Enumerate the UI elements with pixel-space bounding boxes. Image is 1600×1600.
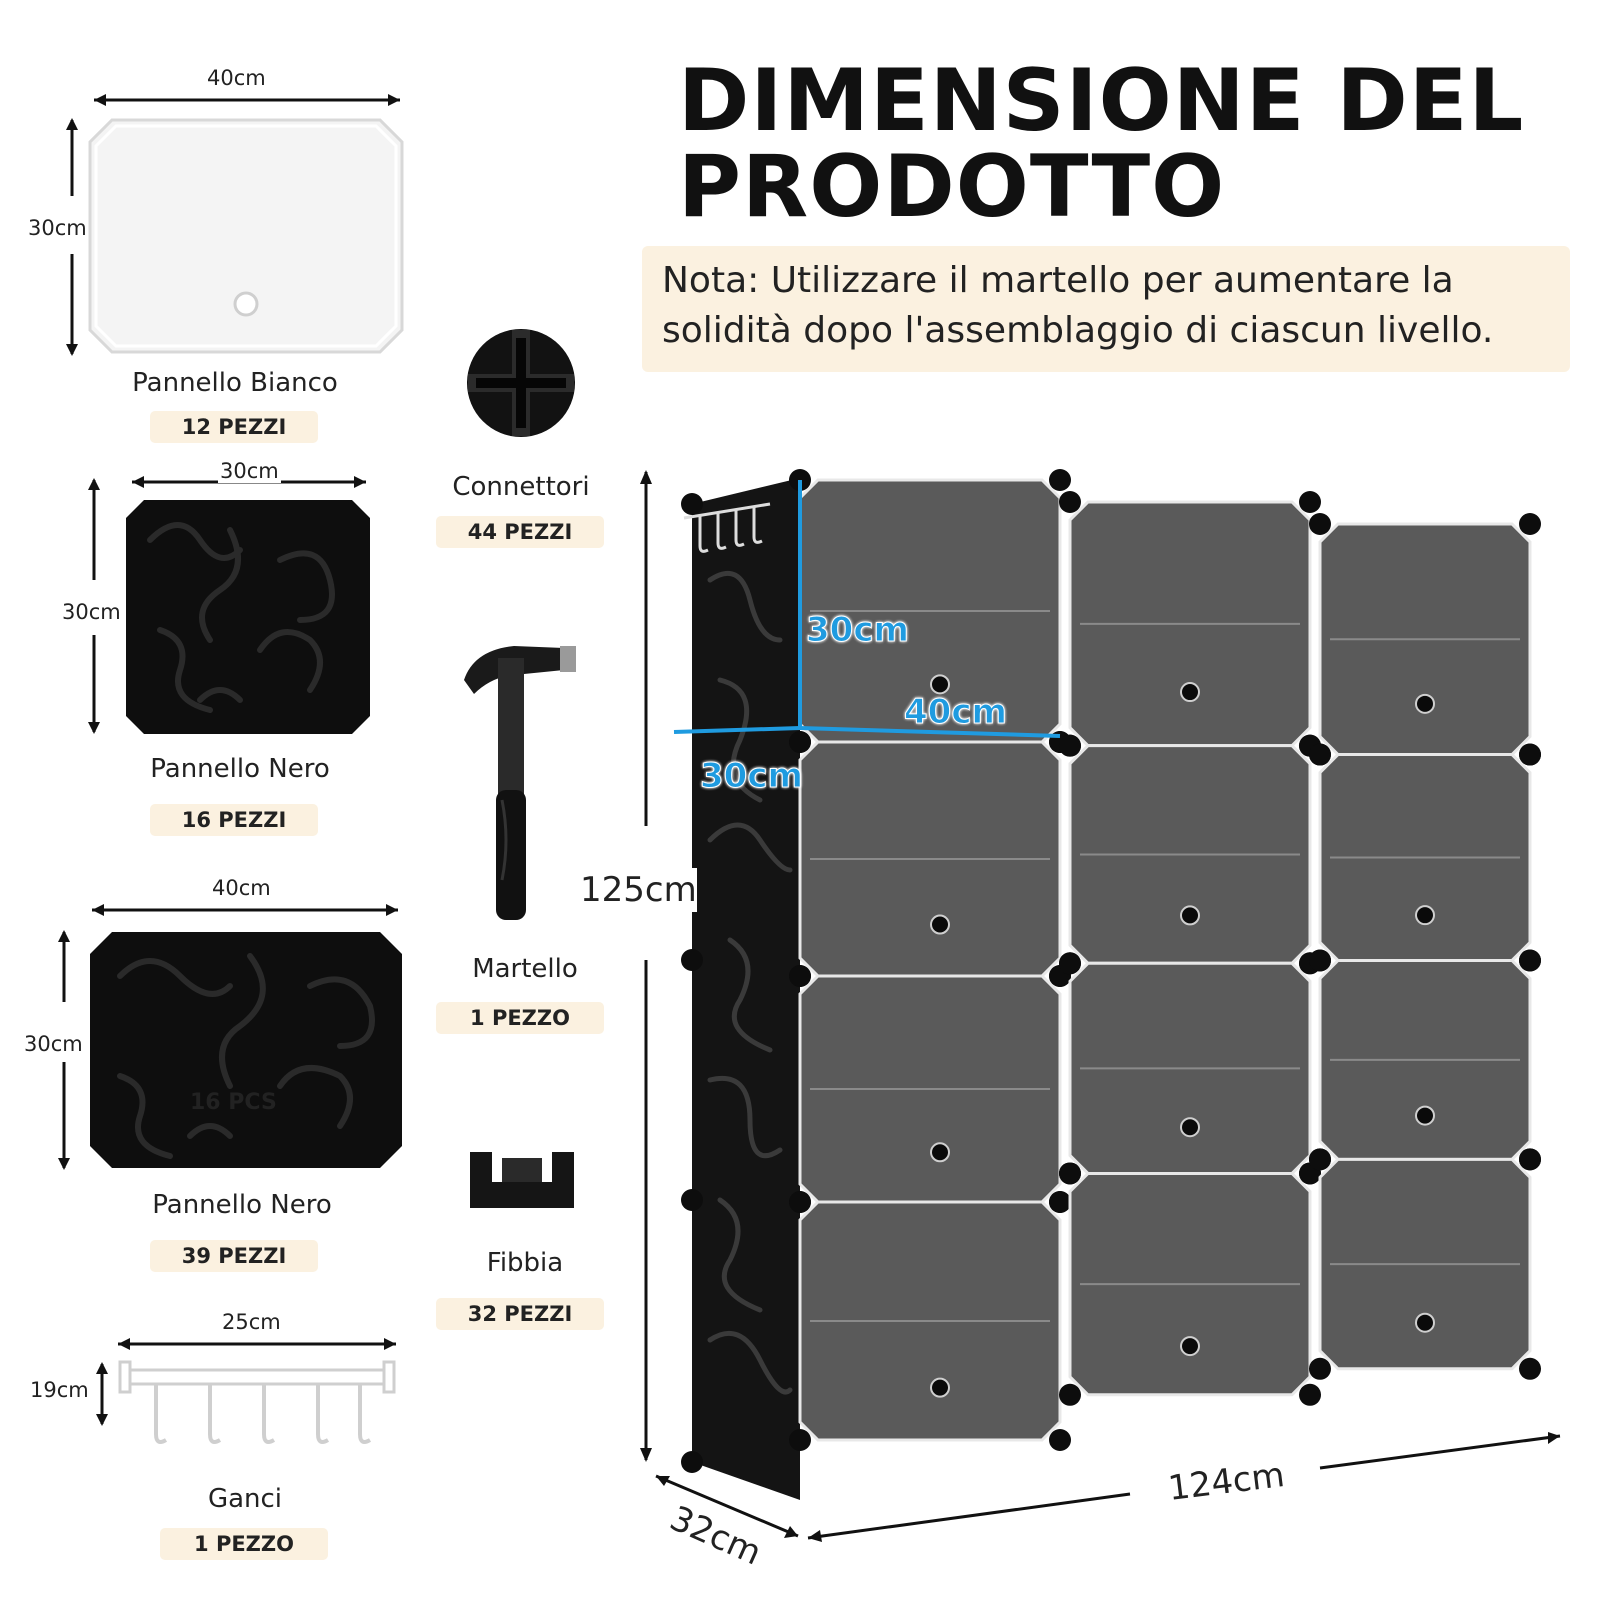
connectors-qty-badge: 44 PEZZI xyxy=(436,516,604,548)
connector-dot xyxy=(789,731,811,753)
connector-dot xyxy=(1059,734,1081,757)
cabinet-height: 125cm xyxy=(580,868,697,912)
connector-dot xyxy=(1049,1191,1071,1213)
cube-width-arrow xyxy=(799,726,1061,738)
connector-dot xyxy=(789,965,811,987)
door-hole-icon xyxy=(1415,1312,1435,1333)
cabinet-graphic xyxy=(640,469,1561,1542)
connector-dot xyxy=(681,1451,703,1473)
connector-dot xyxy=(1059,491,1081,513)
white-panel-height: 30cm xyxy=(28,216,87,240)
connector-graphic xyxy=(467,329,575,437)
hooks-width: 25cm xyxy=(222,1310,281,1334)
black-panel-small-height: 30cm xyxy=(62,600,121,624)
hooks-label: Ganci xyxy=(207,1484,283,1514)
title-line-1: DIMENSIONE DEL xyxy=(678,51,1525,151)
black-panel-large-label: Pannello Nero xyxy=(152,1190,332,1220)
buckle-graphic xyxy=(470,1152,574,1208)
connector-dot xyxy=(1049,1429,1071,1451)
white-panel-graphic xyxy=(66,94,404,356)
connector-dot xyxy=(1309,513,1331,535)
connector-dot xyxy=(1049,469,1071,491)
black-panel-small-label: Pannello Nero xyxy=(150,754,330,784)
note-box xyxy=(642,246,1570,372)
black-panel-small-qty-badge: 16 PEZZI xyxy=(150,804,318,836)
connector-dot xyxy=(1519,1357,1541,1380)
white-panel-qty-badge: 12 PEZZI xyxy=(150,411,318,443)
black-panel-small-graphic xyxy=(88,476,370,734)
connector-dot xyxy=(1309,1148,1331,1171)
hooks-qty-badge: 1 PEZZO xyxy=(160,1528,328,1560)
door-hole-icon xyxy=(1415,905,1435,926)
white-panel-width: 40cm xyxy=(207,66,266,90)
connector-dot xyxy=(1059,952,1081,975)
connector-dot xyxy=(1299,491,1321,513)
door-hole-icon xyxy=(930,1377,950,1398)
cube-height-dim: 30cm xyxy=(806,610,910,651)
black-panel-small-width: 30cm xyxy=(218,459,281,483)
door-hole-icon xyxy=(1180,1336,1200,1357)
cube-width-dim: 40cm xyxy=(904,692,1008,733)
connector-dot xyxy=(681,949,703,971)
cube-depth-arrow xyxy=(673,726,801,734)
connector-dot xyxy=(1519,1148,1541,1171)
hammer-label: Martello xyxy=(472,954,578,984)
door-hole-icon xyxy=(1415,1105,1435,1126)
cube-depth-dim: 30cm xyxy=(700,756,804,797)
door-hole-icon xyxy=(1180,1117,1200,1138)
black-panel-large-height: 30cm xyxy=(24,1032,83,1056)
connector-dot xyxy=(789,1429,811,1451)
door-hole-icon xyxy=(930,914,950,935)
door-hole-icon xyxy=(930,1142,950,1163)
connector-dot xyxy=(681,1189,703,1211)
title-line-2: PRODOTTO xyxy=(678,137,1226,237)
hooks-graphic xyxy=(96,1338,396,1444)
black-panel-large-qty-badge: 39 PEZZI xyxy=(150,1240,318,1272)
connectors-label: Connettori xyxy=(452,472,590,502)
door-hole-icon xyxy=(1180,905,1200,926)
note-text: Nota: Utilizzare il martello per aumenta… xyxy=(662,260,1494,351)
connector-dot xyxy=(1309,1357,1331,1380)
door-hole-icon xyxy=(1415,693,1435,714)
door-hole-icon xyxy=(1180,682,1200,703)
hooks-height: 19cm xyxy=(30,1378,89,1402)
connector-dot xyxy=(1519,949,1541,972)
buckle-label: Fibbia xyxy=(486,1248,564,1278)
white-panel-label: Pannello Bianco xyxy=(132,368,338,398)
connector-dot xyxy=(681,493,703,515)
connector-dot xyxy=(1519,743,1541,766)
connector-dot xyxy=(1059,1383,1081,1406)
black-panel-large-graphic xyxy=(58,904,402,1170)
black-panel-large-print: 16 PCS xyxy=(190,1090,277,1115)
connector-dot xyxy=(1309,743,1331,766)
connector-dot xyxy=(1309,949,1331,972)
connector-dot xyxy=(789,1191,811,1213)
buckle-qty-badge: 32 PEZZI xyxy=(436,1298,604,1330)
connector-dot xyxy=(1519,513,1541,535)
connector-dot xyxy=(1059,1162,1081,1185)
black-panel-large-width: 40cm xyxy=(208,876,275,900)
connector-dot xyxy=(1299,1383,1321,1406)
hammer-qty-badge: 1 PEZZO xyxy=(436,1002,604,1034)
door-hole-icon xyxy=(930,674,950,695)
page-title: DIMENSIONE DEL PRODOTTO xyxy=(678,58,1524,230)
hammer-icon xyxy=(464,646,576,920)
